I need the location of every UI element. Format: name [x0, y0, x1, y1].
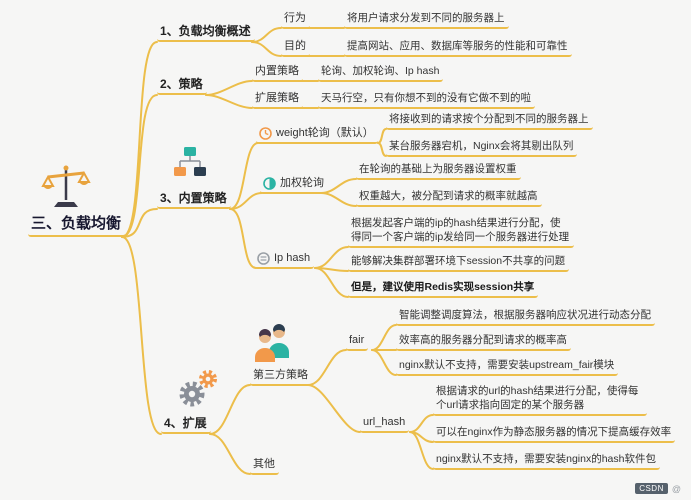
flowchart-icon [172, 146, 208, 185]
branch-extension[interactable]: 4、扩展 [161, 415, 211, 434]
branch-builtin-strategies[interactable]: 3、内置策略 [157, 190, 231, 209]
leaf-weighted-1[interactable]: 在轮询的基础上为服务器设置权重 [356, 162, 521, 180]
node-label: 加权轮询 [280, 177, 324, 189]
leaf-iphash-2[interactable]: 能够解决集群部署环境下session不共享的问题 [348, 254, 570, 272]
node-urlhash[interactable]: url_hash [360, 415, 410, 433]
node-iphash[interactable]: Ip hash [254, 251, 315, 269]
node-thirdparty[interactable]: 第三方策略 [250, 368, 312, 386]
people-icon [252, 322, 294, 369]
watermark-user: @ [671, 483, 681, 494]
leaf-extended-desc[interactable]: 天马行空，只有你想不到的没有它做不到的啦 [318, 91, 535, 109]
leaf-iphash-3[interactable]: 但是，建议使用Redis实现session共享 [348, 280, 539, 298]
node-label: weight轮询（默认） [276, 127, 374, 139]
node-behavior[interactable]: 行为 [281, 11, 310, 29]
leaf-behavior-desc[interactable]: 将用户请求分发到不同的服务器上 [344, 11, 509, 29]
node-label: Ip hash [274, 252, 311, 264]
node-extended-strategy[interactable]: 扩展策略 [252, 91, 303, 109]
branch-strategy[interactable]: 2、策略 [157, 76, 207, 95]
leaf-weight-2[interactable]: 某台服务器宕机，Nginx会将其剔出队列 [386, 139, 578, 157]
watermark-brand: CSDN [635, 483, 668, 494]
gears-icon [178, 368, 220, 415]
hash-circle-icon [257, 251, 270, 265]
leaf-urlhash-2[interactable]: 可以在nginx作为静态服务器的情况下提高缓存效率 [433, 425, 676, 443]
balance-scale-icon [40, 162, 92, 215]
branch-overview[interactable]: 1、负载均衡概述 [157, 23, 255, 42]
leaf-purpose-desc[interactable]: 提高网站、应用、数据库等服务的性能和可靠性 [344, 39, 572, 57]
leaf-weighted-2[interactable]: 权重越大，被分配到请求的概率就越高 [356, 189, 542, 207]
node-others[interactable]: 其他 [250, 457, 279, 475]
leaf-urlhash-1[interactable]: 根据请求的url的hash结果进行分配，使得每个url请求指向固定的某个服务器 [433, 384, 647, 416]
clock-icon [259, 126, 272, 140]
node-fair[interactable]: fair [346, 333, 369, 351]
leaf-weight-1[interactable]: 将接收到的请求按个分配到不同的服务器上 [386, 112, 593, 130]
leaf-builtin-list[interactable]: 轮询、加权轮询、Ip hash [318, 64, 444, 82]
leaf-fair-2[interactable]: 效率高的服务器分配到请求的概率高 [396, 333, 571, 351]
node-builtin-strategy[interactable]: 内置策略 [252, 64, 303, 82]
leaf-urlhash-3[interactable]: nginx默认不支持，需要安装nginx的hash软件包 [433, 452, 660, 470]
root-node[interactable]: 三、负载均衡 [28, 214, 126, 237]
leaf-fair-1[interactable]: 智能调整调度算法，根据服务器响应状况进行动态分配 [396, 308, 655, 326]
node-purpose[interactable]: 目的 [281, 39, 310, 57]
leaf-iphash-1[interactable]: 根据发起客户端的ip的hash结果进行分配，使得同一个客户端的ip发给同一个服务… [348, 216, 574, 248]
watermark: CSDN @ [635, 483, 681, 494]
node-weight-roundrobin[interactable]: weight轮询（默认） [256, 126, 378, 144]
leaf-fair-3[interactable]: nginx默认不支持，需要安装upstream_fair模块 [396, 358, 619, 376]
half-circle-icon [263, 176, 276, 190]
node-weighted-roundrobin[interactable]: 加权轮询 [260, 176, 328, 194]
